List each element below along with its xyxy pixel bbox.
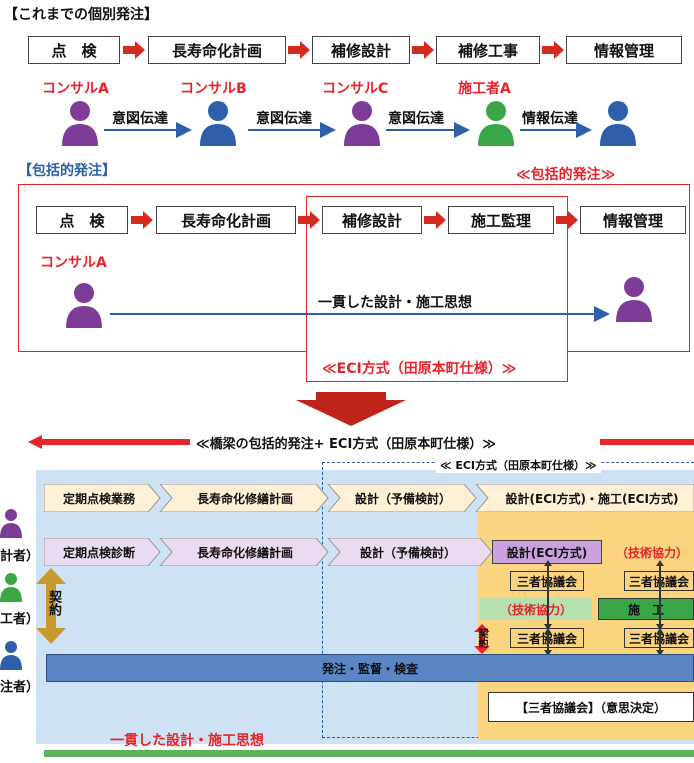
side-label-orderer: 注者）	[0, 680, 40, 695]
arrow-right-icon	[542, 41, 564, 59]
row2-step: 長寿命化修繕計画	[196, 545, 293, 560]
decision-box: 【三者協議会】（意思決定）	[488, 692, 694, 722]
arrow-right-icon	[123, 41, 145, 59]
person-purple-icon	[344, 101, 380, 146]
order-bar: 発注・監督・検査	[46, 654, 694, 682]
row2-chevrons	[44, 538, 493, 566]
flow-label: 情報伝達	[522, 111, 578, 127]
row1-step: 長寿命化修繕計画	[196, 491, 293, 506]
step-info-management: 情報管理	[580, 206, 686, 234]
row1-step: 設計(ECI方式)・施工(ECI方式)	[505, 491, 679, 506]
consistent-flow-label: 一貫した設計・施工思想	[318, 295, 472, 311]
section2-outer-label: ≪包括的発注≫	[516, 167, 616, 183]
person-blue-icon	[200, 101, 236, 146]
section3-title-arrows	[28, 435, 694, 449]
person-green-icon	[478, 101, 514, 146]
flow-arrows	[104, 122, 592, 138]
tech-cooperation-box: （技術協力）	[480, 598, 592, 620]
arrow-right-icon	[412, 41, 434, 59]
side-label-designer: 計者）	[0, 549, 40, 564]
arrow-right-icon	[556, 211, 578, 229]
row2-step: 設計（予備検討）	[359, 545, 456, 560]
row1-step: 定期点検業務	[62, 491, 135, 506]
eci-label: ≪ECI方式（田原本町仕様）≫	[322, 361, 517, 377]
person-purple-icon	[0, 509, 22, 538]
tech-cooperation-label: （技術協力）	[615, 545, 688, 560]
contract-label-small: 契約	[476, 628, 487, 648]
arrow-right-icon	[298, 211, 320, 229]
row2-step: 定期点検診断	[62, 545, 135, 560]
arrow-right-icon	[288, 41, 310, 59]
contract-arrow-icon	[36, 568, 66, 644]
bottom-consistent-label: 一貫した設計・施工思想	[110, 733, 264, 749]
arrow-right-icon	[131, 211, 153, 229]
person-green-icon	[0, 573, 22, 602]
arrow-right-icon	[424, 211, 446, 229]
section3-title: ≪橋梁の包括的発注+ ECI方式（田原本町仕様）≫	[196, 437, 496, 452]
green-bar	[44, 750, 694, 757]
section2-title: 【包括的発注】	[18, 163, 116, 179]
vertical-arrows	[544, 560, 664, 656]
section1-title: 【これまでの個別発注】	[4, 7, 158, 23]
section3-eci-label: ≪ ECI方式（田原本町仕様）≫	[436, 457, 601, 473]
person-purple-icon	[62, 101, 98, 146]
role-consultant-a: コンサルA	[42, 81, 109, 97]
flow-label: 意図伝達	[388, 111, 444, 127]
role-contractor-a: 施工者A	[458, 81, 511, 97]
step-inspection: 点 検	[36, 206, 128, 234]
row1-chevrons	[44, 484, 694, 512]
person-purple-icon	[66, 283, 102, 328]
step-longevity-plan: 長寿命化計画	[148, 36, 286, 64]
flow-label: 意図伝達	[112, 111, 168, 127]
construction-box: 施 工	[598, 598, 694, 620]
eci-design-box: 設計(ECI方式)	[492, 540, 602, 564]
person-purple-icon	[616, 277, 652, 322]
contract-arrow-small-icon	[474, 624, 490, 654]
consistent-flow-arrow	[110, 306, 610, 322]
step-repair-work: 補修工事	[436, 36, 540, 64]
step-repair-design: 補修設計	[312, 36, 410, 64]
step-inspection: 点 検	[28, 36, 120, 64]
role-consultant-c: コンサルC	[322, 81, 389, 97]
step-info-management: 情報管理	[566, 36, 682, 64]
flow-label: 意図伝達	[256, 111, 312, 127]
side-label-contractor: 工者）	[0, 612, 40, 627]
step-repair-design: 補修設計	[322, 206, 422, 234]
step-longevity-plan: 長寿命化計画	[156, 206, 296, 234]
step-construction-supervision: 施工監理	[448, 206, 554, 234]
contract-label: 契約	[46, 590, 61, 616]
role-consultant-b: コンサルB	[180, 81, 247, 97]
role-consultant-a: コンサルA	[40, 255, 107, 271]
person-blue-icon	[0, 641, 22, 670]
person-blue-icon	[600, 101, 636, 146]
row1-step: 設計（予備検討）	[354, 491, 451, 506]
down-arrow-icon	[296, 392, 406, 426]
